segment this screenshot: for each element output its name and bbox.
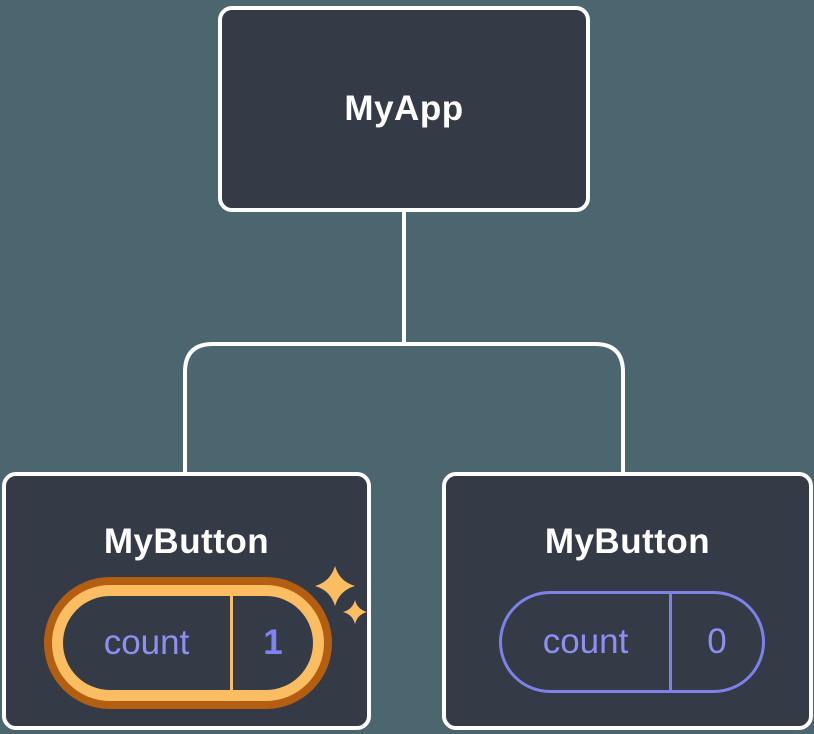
state-name-label: count	[103, 623, 190, 662]
node-title: MyApp	[344, 89, 464, 128]
state-pill-body: count 1	[63, 596, 313, 690]
state-pill-highlighted: count 1	[44, 577, 332, 709]
sparkle-icon	[315, 566, 367, 624]
node-title: MyButton	[544, 522, 711, 561]
pill-divider	[230, 596, 233, 690]
state-pill-plain: count 0	[499, 591, 765, 693]
state-pill-highlight-ring: count 1	[52, 585, 324, 701]
node-title: MyButton	[103, 522, 270, 561]
state-name-label: count	[542, 622, 629, 661]
tree-node-child-left: MyButton count 1	[2, 472, 371, 730]
state-value: 0	[707, 622, 727, 661]
tree-node-root: MyApp	[218, 6, 590, 212]
tree-node-child-right: MyButton count 0	[442, 472, 813, 730]
pill-divider	[669, 594, 672, 690]
state-value: 1	[263, 623, 283, 662]
